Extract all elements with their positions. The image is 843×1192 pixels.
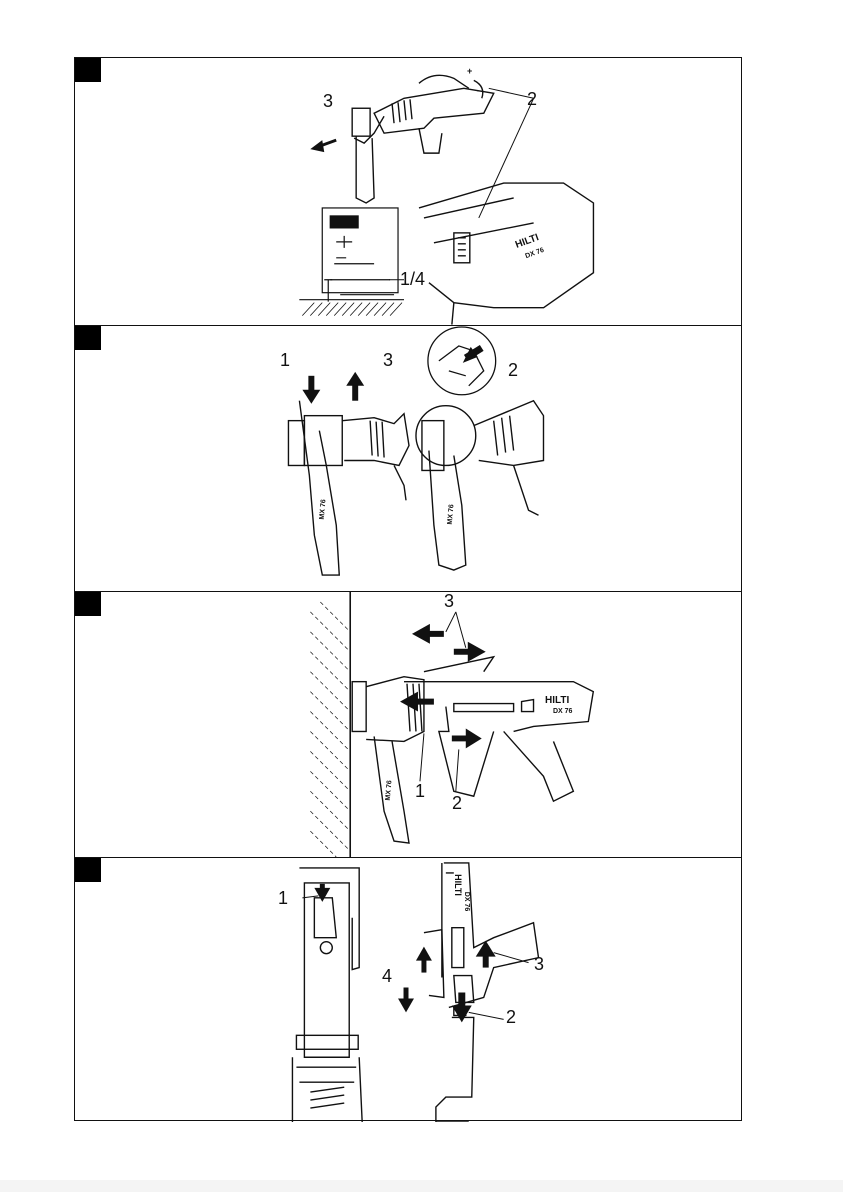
figure-panel-3: 3 1 2 HILTI DX 76 MX 76 — [75, 591, 741, 857]
tool-illustration — [75, 592, 741, 857]
callout-label: 1/4 — [400, 270, 425, 288]
callout-label: 3 — [383, 351, 393, 369]
figure-frame: 3 2 1/4 HILTI DX 76 + − — [74, 57, 742, 1121]
figure-panel-2: 1 3 2 MX 76 MX 76 — [75, 325, 741, 591]
plus-sign: + — [467, 66, 472, 76]
callout-label: 2 — [527, 90, 537, 108]
callout-label: 1 — [280, 351, 290, 369]
callout-label: 3 — [323, 92, 333, 110]
tool-illustration — [75, 326, 741, 591]
callout-label: 4 — [382, 967, 392, 985]
model-text: DX 76 — [463, 892, 470, 911]
callout-label: 3 — [534, 955, 544, 973]
callout-label: 3 — [444, 592, 454, 610]
model-text: DX 76 — [553, 708, 572, 715]
tool-illustration — [75, 858, 741, 1122]
callout-label: 1 — [278, 889, 288, 907]
minus-sign: − — [477, 86, 482, 96]
callout-label: 2 — [508, 361, 518, 379]
callout-label: 1 — [415, 782, 425, 800]
brand-text: HILTI — [453, 874, 463, 896]
callout-label: 2 — [452, 794, 462, 812]
figure-panel-4: 1 4 3 2 HILTI DX 76 — [75, 857, 741, 1122]
callout-label: 2 — [506, 1008, 516, 1026]
page-bottom-strip — [0, 1180, 843, 1192]
figure-panel-1: 3 2 1/4 HILTI DX 76 + − — [75, 58, 741, 325]
brand-text: HILTI — [545, 695, 569, 706]
